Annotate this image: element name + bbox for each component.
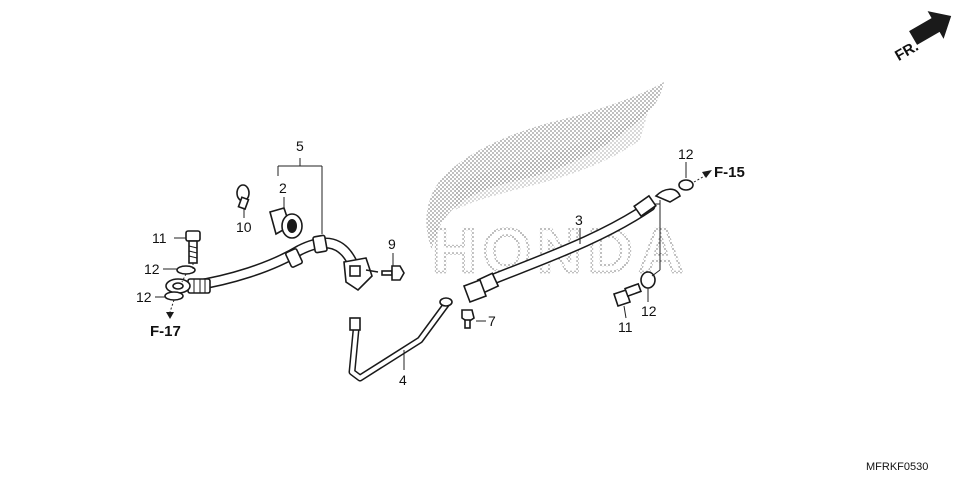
- reference-rear[interactable]: F-17: [150, 323, 181, 340]
- callout-12-left-bottom: 12: [136, 289, 152, 305]
- banjo-fitting-left: [165, 278, 191, 294]
- banjo-bolt-right: [612, 282, 642, 308]
- callout-10: 10: [236, 219, 252, 235]
- sealing-washer-right-bottom: [640, 271, 656, 289]
- hose-clamp-2: [269, 207, 303, 239]
- brake-hose-5: [186, 234, 379, 294]
- banjo-bolt-left: [185, 230, 201, 264]
- sealing-washer-left-top: [176, 265, 196, 275]
- bolt-10: [236, 184, 250, 211]
- callout-11-right: 11: [618, 319, 633, 335]
- callout-12-left-top: 12: [144, 261, 160, 277]
- brake-pipe-4: [348, 297, 453, 382]
- leader-lines: [155, 158, 712, 370]
- direction-arrow-icon: [909, 11, 952, 45]
- sealing-washer-right-top: [678, 179, 694, 191]
- bolt-9: [381, 265, 405, 281]
- bolt-7: [461, 309, 475, 329]
- callout-12-right-top: 12: [678, 146, 694, 162]
- diagram-code: MFRKF0530: [866, 461, 928, 473]
- callout-12-right-bottom: 12: [641, 303, 657, 319]
- sealing-washer-left-bottom: [164, 291, 184, 301]
- reference-front[interactable]: F-15: [714, 164, 745, 181]
- reference-arrow-icon: [166, 312, 174, 319]
- direction-indicator: FR.: [892, 11, 952, 65]
- brake-hose-3: [462, 188, 681, 304]
- callout-9: 9: [388, 236, 396, 252]
- callout-3: 3: [575, 212, 583, 228]
- callout-7: 7: [488, 313, 496, 329]
- callout-labels: 5 2 10 11 12 12 9 3 4 7 12 11 12: [136, 138, 694, 388]
- callout-2: 2: [279, 180, 287, 196]
- callout-11-left: 11: [152, 230, 167, 246]
- callout-5: 5: [296, 138, 304, 154]
- reference-arrow-icon: [702, 170, 712, 178]
- callout-4: 4: [399, 372, 407, 388]
